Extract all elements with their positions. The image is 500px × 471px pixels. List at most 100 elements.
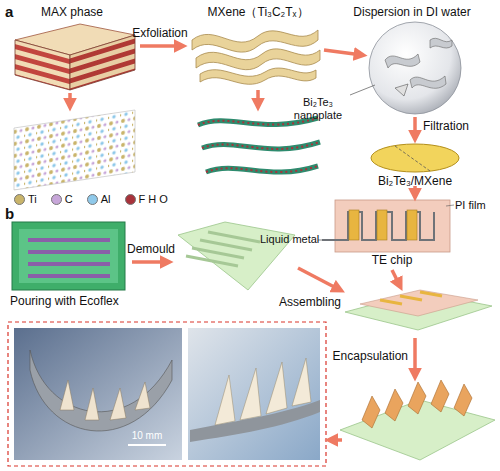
illustration-part <box>330 438 342 442</box>
illustration-part <box>349 210 359 240</box>
text-label: Dispersion in DI water <box>353 6 470 20</box>
illustration-part <box>192 248 244 258</box>
illustration-part <box>206 166 318 172</box>
illustration-part <box>28 250 110 254</box>
illustration-part <box>206 166 318 172</box>
illustration-part <box>431 380 449 412</box>
illustration-part <box>200 68 316 84</box>
illustration-part <box>15 40 70 90</box>
legend-swatch <box>87 194 98 205</box>
illustration-part <box>30 350 172 431</box>
mxene-structure <box>198 118 320 172</box>
illustration-part <box>413 338 417 376</box>
legend-item: Al <box>87 193 111 205</box>
illustration-part <box>8 322 326 466</box>
illustration-part <box>192 30 318 52</box>
legend-swatch <box>14 194 25 205</box>
illustration-part <box>19 229 118 283</box>
text-label: 10 mm <box>132 430 163 442</box>
process-arrows <box>70 46 415 440</box>
text-label: Assembling <box>279 296 341 310</box>
text-label: Bi₂Te₃/MXene <box>378 175 452 189</box>
legend-item: C <box>51 193 73 205</box>
legend-swatch <box>125 194 136 205</box>
illustration-part <box>68 93 72 106</box>
illustration-part <box>132 260 168 264</box>
text-label: a <box>5 3 13 20</box>
illustration-part <box>392 270 400 286</box>
illustration-part <box>186 256 238 266</box>
illustration-part <box>12 222 125 290</box>
illustration-part <box>407 210 417 240</box>
illustration-part <box>324 50 362 55</box>
legend-swatch <box>51 194 62 205</box>
illustration-part <box>196 49 320 70</box>
illustration-part <box>60 380 150 420</box>
illustration-part <box>446 205 454 206</box>
encapsulated-device <box>340 380 495 460</box>
illustration-part <box>377 210 387 240</box>
filter-disc <box>371 144 459 172</box>
assembled-device <box>345 290 492 330</box>
legend-item: F H O <box>125 193 168 205</box>
text-label: TE chip <box>372 254 413 268</box>
illustration-part <box>395 84 408 96</box>
illustration-part <box>14 110 135 190</box>
text-label: Demould <box>127 243 175 257</box>
mxene-sheets <box>192 30 320 84</box>
illustration-part <box>128 444 166 446</box>
text-label: MXene（Ti₃C₂Tₓ） <box>207 6 308 20</box>
text-label: MAX phase <box>41 6 103 20</box>
crystal-structure <box>14 110 135 190</box>
illustration-part <box>202 142 320 149</box>
legend-text: F H O <box>139 193 168 205</box>
illustration-part <box>28 238 110 242</box>
illustration-part <box>14 328 182 460</box>
text-label: Filtration <box>423 120 469 134</box>
illustration-part <box>360 290 478 316</box>
text-label: Bi₂Te₃ nanoplate <box>287 96 349 121</box>
illustration-part <box>408 382 426 414</box>
illustration-part <box>362 396 380 428</box>
mould <box>12 222 125 290</box>
illustration-part <box>256 90 260 106</box>
illustration-part <box>28 262 110 266</box>
illustration-part <box>413 117 417 138</box>
illustration-part <box>298 268 340 290</box>
illustration-part <box>350 85 375 95</box>
illustration-part <box>400 296 422 300</box>
illustration-part <box>28 274 110 278</box>
illustration-part <box>430 38 452 48</box>
illustration-part <box>385 54 420 68</box>
illustration-part <box>410 76 446 88</box>
text-label: Liquid metal <box>260 233 319 246</box>
legend-text: Ti <box>28 193 37 205</box>
illustration-part <box>208 232 260 242</box>
illustration-part <box>178 222 295 290</box>
te-chip <box>322 200 454 252</box>
illustration-part <box>395 146 430 171</box>
legend-text: Al <box>101 193 111 205</box>
leader-lines <box>318 85 375 240</box>
illustration-part <box>385 389 403 421</box>
illustration-part <box>380 300 402 304</box>
legend-text: C <box>65 193 73 205</box>
max-phase-block <box>15 24 135 90</box>
illustration-part <box>454 384 472 416</box>
illustration-part <box>420 292 442 296</box>
legend-item: Ti <box>14 193 37 205</box>
text-label: b <box>5 205 14 222</box>
dispersion-drop <box>369 22 461 114</box>
photo-inset <box>8 322 326 466</box>
illustration-part <box>70 35 135 90</box>
illustration-part <box>215 358 311 425</box>
text-label: Exfoliation <box>132 27 187 41</box>
illustration-part <box>200 240 252 250</box>
text-label: Encapsulation <box>333 350 408 364</box>
text-label: Pouring with Ecoflex <box>10 295 119 309</box>
illustration-part <box>188 328 320 460</box>
illustration-part <box>140 44 182 48</box>
illustration-part <box>369 22 461 114</box>
